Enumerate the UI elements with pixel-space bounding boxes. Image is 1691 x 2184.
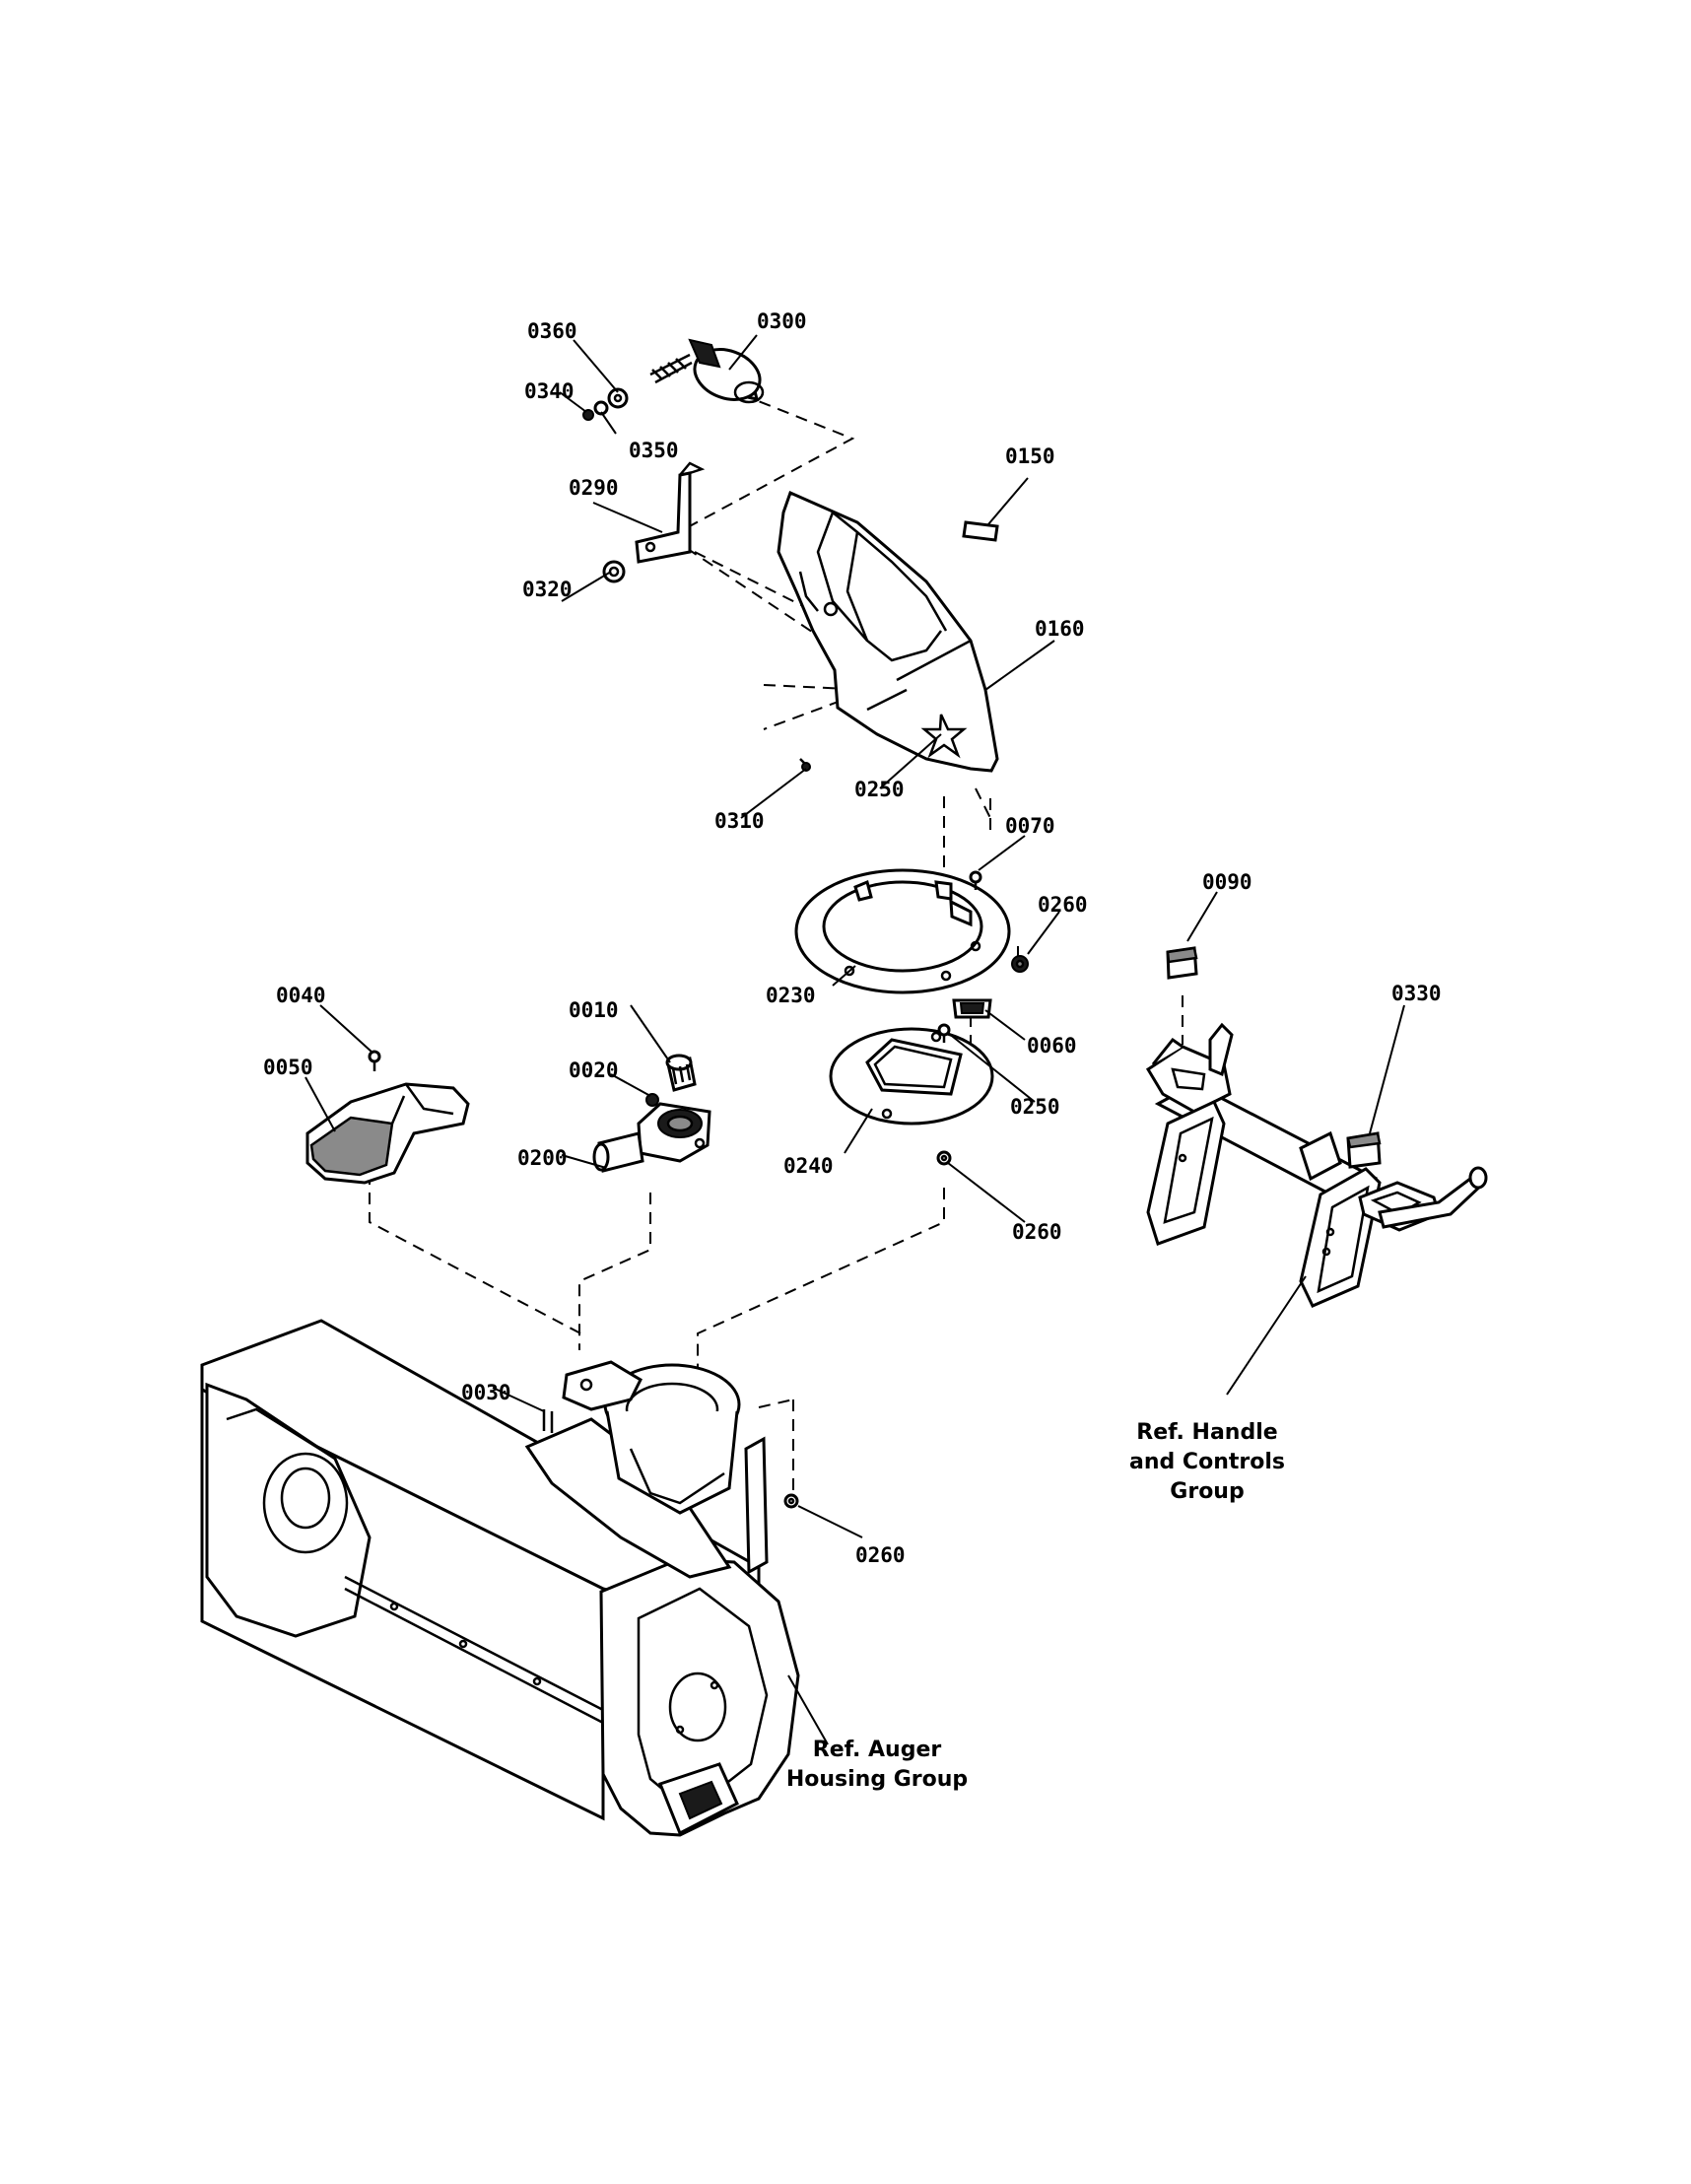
part-label-0250-upper: 0250	[854, 778, 905, 801]
part-label-0250-lower: 0250	[1010, 1095, 1060, 1119]
washer-0020	[645, 1093, 659, 1107]
nut-0320	[602, 560, 626, 583]
ref-handle-line-2: and Controls	[1129, 1450, 1285, 1474]
auger-housing	[200, 1319, 800, 1837]
part-label-0260-middle: 0260	[1012, 1220, 1062, 1244]
ref-handle-line-3: Group	[1170, 1479, 1244, 1504]
part-label-0310: 0310	[714, 809, 765, 833]
gear-motor-0200	[592, 1102, 711, 1173]
bracket-0290	[635, 461, 706, 564]
cover-0050	[305, 1082, 470, 1185]
part-label-0360: 0360	[527, 319, 577, 343]
part-label-0090: 0090	[1202, 870, 1252, 894]
part-label-0300: 0300	[757, 309, 807, 333]
ref-auger-line-1: Ref. Auger	[813, 1738, 942, 1762]
ref-handle-line-1: Ref. Handle	[1136, 1420, 1277, 1445]
screw-0040	[368, 1050, 381, 1071]
part-label-0260-upper: 0260	[1038, 893, 1088, 917]
nut-0260-lower	[783, 1493, 799, 1509]
handle-assembly	[1145, 1022, 1488, 1308]
bolt-0070	[969, 870, 982, 890]
part-label-0070: 0070	[1005, 814, 1055, 838]
decal-0150	[962, 520, 999, 542]
keeper-0060	[952, 998, 992, 1019]
part-label-0160: 0160	[1035, 617, 1085, 641]
part-label-0320: 0320	[522, 578, 573, 601]
chute-ring-0230	[794, 868, 1011, 994]
cap-0330	[1346, 1131, 1382, 1169]
part-label-0010: 0010	[569, 998, 619, 1022]
screw-0310	[799, 758, 811, 772]
knob-0010	[665, 1054, 697, 1092]
part-label-0340: 0340	[524, 379, 575, 403]
part-label-0020: 0020	[569, 1058, 619, 1082]
chute-motor-0300	[649, 338, 765, 404]
part-label-0030: 0030	[461, 1381, 511, 1404]
part-label-0200: 0200	[517, 1146, 568, 1170]
part-labels: 0360 0300 0340 0350 0150 0290 0320 0160 …	[263, 309, 1442, 1567]
washer-0360	[607, 387, 629, 409]
washer-0350	[593, 400, 609, 416]
plate-0240	[829, 1027, 994, 1126]
part-label-0150: 0150	[1005, 444, 1055, 468]
leader-lines	[304, 334, 1405, 1745]
part-label-0330: 0330	[1391, 982, 1442, 1005]
ref-auger-line-2: Housing Group	[786, 1767, 968, 1792]
reference-labels: Ref. Handle and Controls Group Ref. Auge…	[786, 1420, 1285, 1792]
nut-0260-middle	[936, 1150, 952, 1166]
part-label-0350: 0350	[629, 439, 679, 462]
part-label-0290: 0290	[569, 476, 619, 500]
part-label-0050: 0050	[263, 1056, 313, 1079]
part-label-0260-lower: 0260	[855, 1543, 906, 1567]
discharge-chute-0160	[777, 490, 999, 773]
part-label-0060: 0060	[1027, 1034, 1077, 1058]
part-label-0240: 0240	[783, 1154, 834, 1178]
part-label-0040: 0040	[276, 984, 326, 1007]
part-label-0230: 0230	[766, 984, 816, 1007]
nut-0260-upper	[1011, 955, 1029, 973]
screw-0250-lower	[937, 1023, 951, 1043]
cap-0090	[1166, 946, 1198, 980]
